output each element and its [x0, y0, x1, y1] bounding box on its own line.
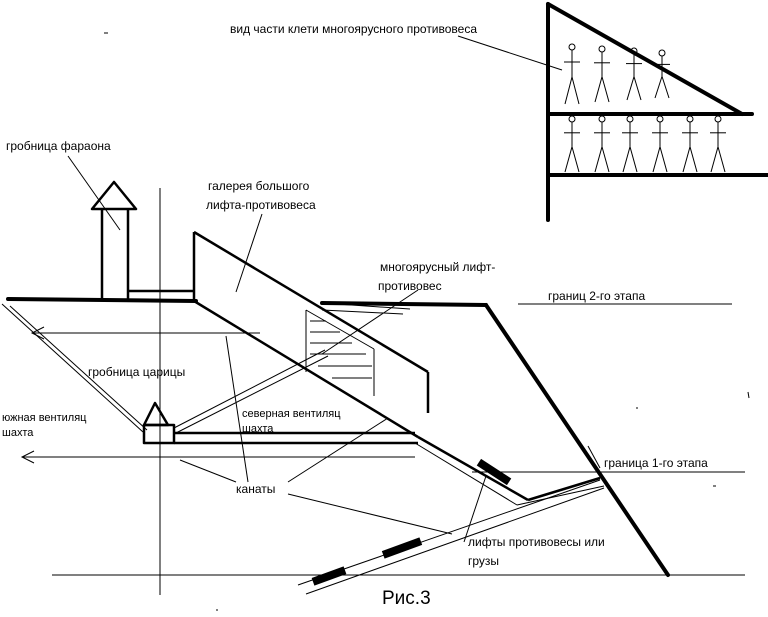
- cage-inset: [546, 2, 768, 222]
- upper-passage: [322, 302, 411, 310]
- pyramid-top-right: [320, 301, 488, 307]
- leader-line: [321, 289, 419, 355]
- mark: [747, 391, 750, 399]
- stick-figure: [652, 115, 668, 173]
- stick-figure: [682, 115, 698, 173]
- counterweight-block: [476, 458, 512, 486]
- stick-figure: [564, 115, 580, 173]
- leader-line: [67, 155, 121, 231]
- stick-figure: [622, 115, 638, 173]
- ascending-corridor: [414, 435, 605, 506]
- counterweight-block: [381, 537, 423, 559]
- label-pharaoh-tomb: гробница фараона: [6, 139, 111, 153]
- multitier-lift: [305, 309, 375, 396]
- label-south-vent: южная вентиляц: [2, 412, 87, 424]
- upper-passage: [321, 309, 404, 315]
- label-queen-tomb: гробница царицы: [88, 365, 185, 379]
- stick-figure: [626, 47, 642, 101]
- leader-line: [587, 445, 601, 469]
- leader-line: [457, 35, 563, 71]
- label-south-vent-2: шахта: [2, 427, 34, 439]
- stick-figure: [710, 115, 726, 173]
- north-vent-shaft: [173, 355, 329, 435]
- stick-figure: [654, 49, 670, 99]
- south-face-line: [9, 305, 148, 431]
- lower-arrow: [20, 450, 415, 464]
- label-gallery-2: лифта-противовеса: [206, 198, 316, 212]
- north-vent-shaft: [173, 349, 326, 429]
- pyramid-top-left: [6, 297, 198, 303]
- stick-figure: [594, 115, 610, 173]
- label-multitier-lift: многоярусный лифт-: [380, 260, 495, 274]
- leader-line: [225, 335, 249, 483]
- label-lifts-counterweights: лифты противовесы или: [468, 535, 605, 549]
- leader-line: [287, 493, 453, 535]
- label-ropes: канаты: [236, 482, 275, 496]
- pyramid-north-face: [484, 303, 670, 577]
- label-gallery: галерея большого: [208, 179, 310, 193]
- upper-arrow: [30, 326, 260, 340]
- stick-figure: [564, 43, 580, 105]
- leader-line: [287, 417, 389, 483]
- leader-line: [235, 213, 263, 293]
- label-stage1-border: граница 1-го этапа: [604, 456, 708, 470]
- cage-figures: [564, 43, 726, 173]
- label-cage-view: вид части клети многоярусного противовес…: [230, 22, 477, 36]
- counterweight-block: [311, 566, 347, 586]
- label-stage2-border: границ 2-го этапа: [548, 289, 645, 303]
- leader-line: [463, 475, 487, 543]
- figure-caption: Рис.3: [382, 588, 431, 609]
- pharaoh-tomb-shaft: [90, 180, 194, 299]
- label-lifts-counterweights-2: грузы: [468, 554, 499, 568]
- south-face-line: [1, 303, 144, 433]
- descending-shaft: [297, 479, 605, 595]
- label-north-vent-2: шахта: [242, 423, 274, 435]
- stick-figure: [594, 45, 610, 103]
- label-multitier-lift-2: противовес: [378, 279, 442, 293]
- leader-line: [179, 459, 237, 483]
- label-north-vent: северная вентиляц: [242, 408, 341, 420]
